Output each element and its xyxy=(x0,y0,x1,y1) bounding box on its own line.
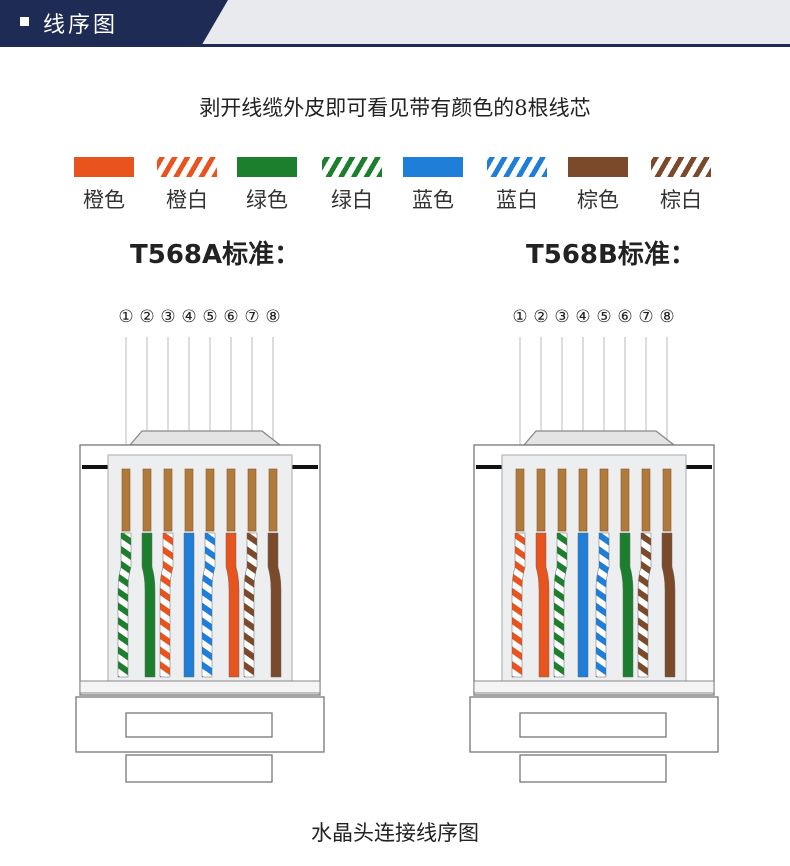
boot-window xyxy=(125,712,273,738)
header-underline xyxy=(0,44,790,47)
pin-number-label: ⑤ xyxy=(596,307,611,327)
wire-3 xyxy=(159,532,174,678)
striped-color-swatch xyxy=(157,157,217,177)
connector-band xyxy=(79,680,321,694)
connector-housing xyxy=(107,454,293,688)
pin-number-label: ② xyxy=(533,307,548,327)
connector-housing xyxy=(501,454,687,688)
wire-1 xyxy=(511,532,526,678)
pin-number-label: ⑧ xyxy=(659,307,674,327)
header-tab xyxy=(0,0,228,47)
copper-contact xyxy=(557,468,567,532)
copper-contact xyxy=(184,468,194,532)
pin-number-label: ⑦ xyxy=(244,307,259,327)
legend-label: 橙白 xyxy=(166,188,208,212)
connector-band xyxy=(473,680,715,694)
copper-contact xyxy=(205,468,215,532)
wire-6 xyxy=(225,532,240,678)
legend-label: 绿色 xyxy=(246,188,288,212)
wire-7 xyxy=(243,532,258,678)
striped-color-swatch xyxy=(487,157,547,177)
color-legend: 橙色 橙白 绿色 绿白 蓝色 蓝白 棕色 棕白 xyxy=(0,155,790,215)
connector-top-cap xyxy=(128,430,282,446)
striped-color-swatch xyxy=(651,157,711,177)
copper-contact xyxy=(268,468,278,532)
solid-color-swatch xyxy=(403,157,463,177)
wire-7 xyxy=(637,532,652,678)
pin-number-label: ④ xyxy=(575,307,590,327)
wire-5 xyxy=(201,532,216,678)
cable-end xyxy=(125,754,273,783)
cable-end xyxy=(519,754,667,783)
legend-label: 橙色 xyxy=(83,188,125,212)
solid-color-swatch xyxy=(74,157,134,177)
copper-contact xyxy=(247,468,257,532)
legend-label: 蓝白 xyxy=(496,188,538,212)
wire-2 xyxy=(535,532,550,678)
copper-contact xyxy=(620,468,630,532)
copper-contact xyxy=(662,468,672,532)
solid-color-swatch xyxy=(237,157,297,177)
copper-contact xyxy=(641,468,651,532)
wire-3 xyxy=(553,532,568,678)
pin-number-label: ⑦ xyxy=(638,307,653,327)
solid-color-swatch xyxy=(568,157,628,177)
wire-4 xyxy=(183,532,195,678)
wire-6 xyxy=(619,532,634,678)
t568a-title: T568A标准： xyxy=(130,240,301,270)
pin-number-label: ⑤ xyxy=(202,307,217,327)
section-title: 线序图 xyxy=(43,13,119,38)
wire-4 xyxy=(577,532,589,678)
legend-label: 绿白 xyxy=(331,188,373,212)
legend-label: 棕色 xyxy=(577,188,619,212)
pin-number-label: ④ xyxy=(181,307,196,327)
pin-number-label: ① xyxy=(512,307,527,327)
subtitle: 剥开线缆外皮即可看见带有颜色的8根线芯 xyxy=(199,96,591,120)
wire-8 xyxy=(267,532,282,678)
t568b-title: T568B标准： xyxy=(526,240,696,270)
pin-number-label: ⑥ xyxy=(617,307,632,327)
legend-label: 棕白 xyxy=(660,188,702,212)
wire-1 xyxy=(117,532,132,678)
wire-2 xyxy=(141,532,156,678)
copper-contact xyxy=(226,468,236,532)
pin-number-label: ③ xyxy=(554,307,569,327)
pin-number-label: ③ xyxy=(160,307,175,327)
wire-5 xyxy=(595,532,610,678)
pin-number-label: ② xyxy=(139,307,154,327)
pin-number-label: ① xyxy=(118,307,133,327)
header-banner: 线序图 xyxy=(0,0,790,50)
copper-contact xyxy=(599,468,609,532)
copper-contact xyxy=(536,468,546,532)
striped-color-swatch xyxy=(322,157,382,177)
copper-contact xyxy=(578,468,588,532)
copper-contact xyxy=(163,468,173,532)
boot-window xyxy=(519,712,667,738)
pin-number-label: ⑥ xyxy=(223,307,238,327)
connector-top-cap xyxy=(522,430,676,446)
legend-label: 蓝色 xyxy=(412,188,454,212)
footer-caption: 水晶头连接线序图 xyxy=(311,821,479,845)
copper-contact xyxy=(121,468,131,532)
square-bullet-icon xyxy=(20,17,29,26)
wire-8 xyxy=(661,532,676,678)
copper-contact xyxy=(515,468,525,532)
pin-number-label: ⑧ xyxy=(265,307,280,327)
copper-contact xyxy=(142,468,152,532)
